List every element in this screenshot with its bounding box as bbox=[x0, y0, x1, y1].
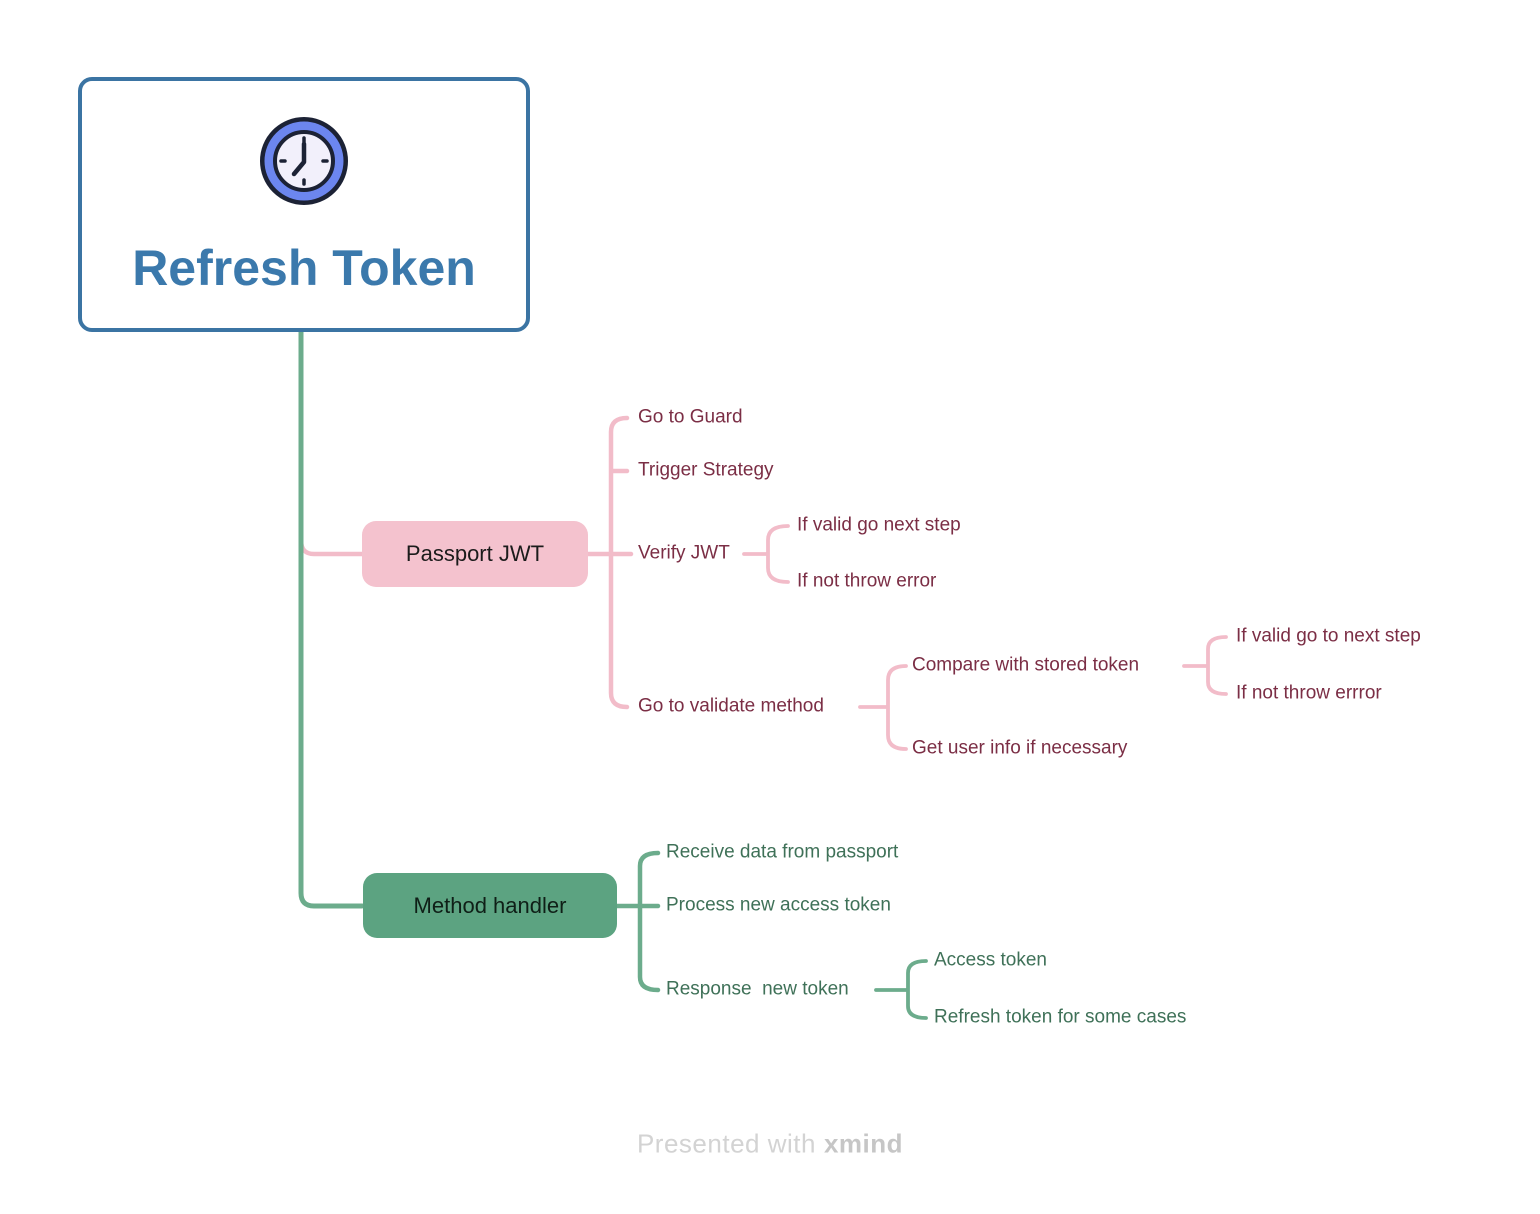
connector-compare-token-children bbox=[1182, 635, 1228, 696]
connector-passport-jwt-children bbox=[585, 415, 634, 710]
connector-validate-method-children bbox=[858, 664, 908, 751]
connector-response-token-children bbox=[874, 959, 928, 1020]
topic-if-not-throw-errror[interactable]: If not throw errror bbox=[1236, 682, 1382, 704]
connector-root-to-passport-jwt bbox=[298, 537, 365, 557]
connector-verify-jwt-children bbox=[742, 524, 790, 584]
topic-go-to-validate-method[interactable]: Go to validate method bbox=[638, 695, 824, 717]
topic-refresh-token-for-some-cases[interactable]: Refresh token for some cases bbox=[934, 1006, 1187, 1028]
connector-method-handler-children bbox=[614, 850, 661, 993]
xmind-logo: xmind bbox=[823, 1128, 904, 1159]
clock-icon bbox=[260, 117, 348, 205]
connector-root-to-method-handler bbox=[298, 327, 365, 909]
topic-if-valid-go-next-step[interactable]: If valid go next step bbox=[797, 514, 961, 536]
topic-if-not-throw-error[interactable]: If not throw error bbox=[797, 570, 937, 592]
topic-method-handler[interactable]: Method handler bbox=[363, 873, 617, 938]
topic-if-valid-go-to-next-step[interactable]: If valid go to next step bbox=[1236, 625, 1421, 647]
topic-compare-with-stored-token[interactable]: Compare with stored token bbox=[912, 654, 1140, 676]
topic-process-new-access-token[interactable]: Process new access token bbox=[666, 894, 891, 916]
topic-go-to-guard[interactable]: Go to Guard bbox=[638, 406, 743, 428]
topic-trigger-strategy[interactable]: Trigger Strategy bbox=[638, 459, 774, 481]
topic-get-user-info-if-necessary[interactable]: Get user info if necessary bbox=[912, 737, 1128, 759]
watermark-text: Presented with bbox=[636, 1128, 816, 1159]
topic-verify-jwt[interactable]: Verify JWT bbox=[638, 542, 730, 564]
topic-passport-jwt-label: Passport JWT bbox=[405, 541, 545, 566]
topic-passport-jwt[interactable]: Passport JWT bbox=[362, 521, 588, 587]
topic-access-token[interactable]: Access token bbox=[934, 949, 1047, 971]
topic-receive-data-from-passport[interactable]: Receive data from passport bbox=[666, 841, 899, 863]
root-title: Refresh Token bbox=[132, 240, 476, 296]
topic-response-new-token[interactable]: Response new token bbox=[666, 978, 849, 1000]
topic-method-handler-label: Method handler bbox=[413, 892, 567, 918]
root-node-refresh-token[interactable]: Refresh Token bbox=[78, 77, 530, 332]
